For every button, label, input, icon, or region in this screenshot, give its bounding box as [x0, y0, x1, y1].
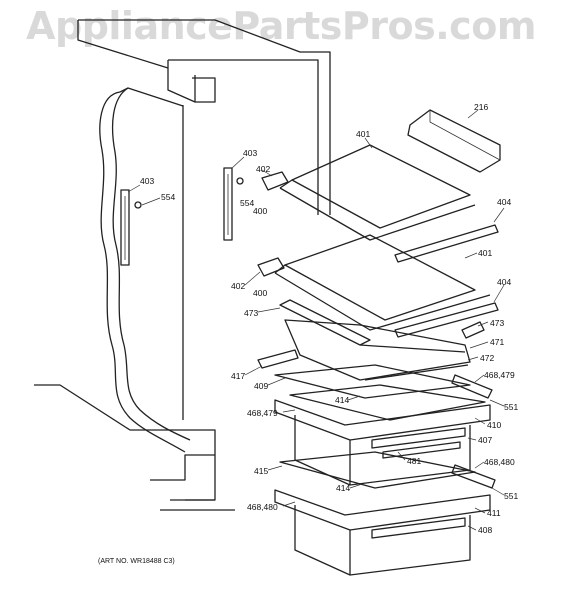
leader-lines: [127, 109, 505, 531]
watermark: AppliancePartsPros.com: [26, 4, 536, 48]
label-468-480-right: 468,480: [484, 457, 515, 467]
label-402-upper: 402: [256, 164, 270, 174]
crisper-frame-473: [279, 299, 371, 346]
label-417: 417: [231, 371, 245, 381]
label-410: 410: [487, 420, 501, 430]
art-number: (ART NO. WR18488 C3): [98, 558, 175, 565]
label-551-lower: 551: [504, 491, 518, 501]
label-400-middle: 400: [253, 288, 267, 298]
label-554-right: 554: [240, 198, 254, 208]
label-404-middle: 404: [497, 277, 511, 287]
label-401-upper: 401: [356, 129, 370, 139]
label-468-480-left: 468,480: [247, 502, 278, 512]
label-554-left: 554: [161, 192, 175, 202]
label-403-left: 403: [140, 176, 154, 186]
label-411: 411: [487, 508, 501, 518]
label-472: 472: [480, 353, 494, 363]
screw-554-left: [134, 201, 142, 209]
cabinet-outline: [34, 19, 331, 511]
shelf-bin-216: [407, 109, 501, 173]
label-216: 216: [474, 102, 488, 112]
door-gasket: [99, 87, 191, 453]
label-400-upper: 400: [253, 206, 267, 216]
glass-shelf-middle: [257, 234, 499, 338]
glass-shelf-upper: [261, 144, 499, 263]
shelf-ladder-right: [223, 167, 233, 241]
label-471: 471: [490, 337, 504, 347]
drawer-lower: [274, 451, 491, 576]
label-414-lower: 414: [336, 483, 350, 493]
label-402-middle: 402: [231, 281, 245, 291]
label-403-right: 403: [243, 148, 257, 158]
label-401-middle: 401: [478, 248, 492, 258]
label-473-left: 473: [244, 308, 258, 318]
shelf-ladder-left: [120, 189, 130, 266]
label-468-479-left: 468,479: [247, 408, 278, 418]
label-408: 408: [478, 525, 492, 535]
label-468-479-right: 468,479: [484, 370, 515, 380]
label-404-upper: 404: [497, 197, 511, 207]
label-407: 407: [478, 435, 492, 445]
bracket-473: [461, 321, 485, 339]
part-labels: 216 401 403 554 403 402 554 400 404 401 …: [140, 102, 518, 535]
slide-468-479-right: [451, 374, 493, 399]
label-473-right: 473: [490, 318, 504, 328]
pan-472: [284, 319, 471, 381]
slide-417: [257, 349, 299, 369]
screw-554-right: [236, 177, 244, 185]
label-551-upper: 551: [504, 402, 518, 412]
label-409: 409: [254, 381, 268, 391]
label-415: 415: [254, 466, 268, 476]
label-414-upper: 414: [335, 395, 349, 405]
label-481: 481: [407, 456, 421, 466]
